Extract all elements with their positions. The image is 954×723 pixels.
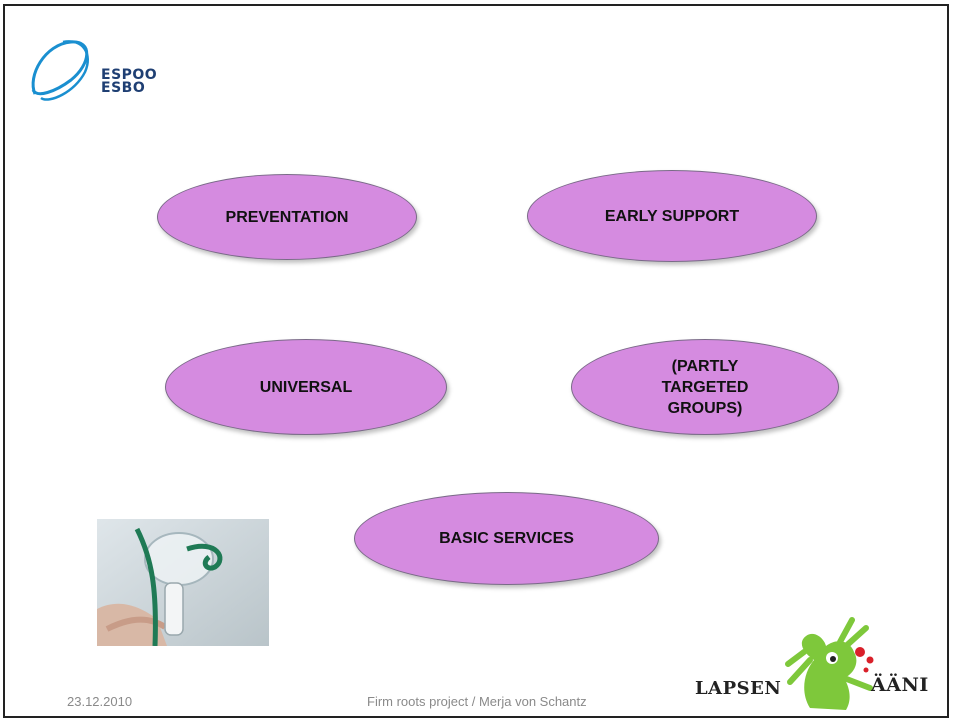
footer-project: Firm roots project / Merja von Schantz xyxy=(367,694,587,709)
node-label-line: GROUPS) xyxy=(667,399,743,417)
node-preventation: PREVENTATION xyxy=(157,174,417,260)
node-basic-services: BASIC SERVICES xyxy=(354,492,659,585)
node-label: EARLY SUPPORT xyxy=(604,207,740,225)
node-label: PREVENTATION xyxy=(225,208,349,226)
node-label-line: TARGETED xyxy=(661,378,749,396)
slide: ESPOO ESBO PREVENTATION EARLY SUPPORT UN… xyxy=(3,4,949,718)
logo-text-esbo: ESBO xyxy=(101,80,146,96)
inhaler-mask-photo xyxy=(97,519,269,646)
node-universal: UNIVERSAL xyxy=(165,339,447,435)
node-label: UNIVERSAL xyxy=(259,378,353,396)
footer-date: 23.12.2010 xyxy=(67,694,133,709)
espoo-logo: ESPOO ESBO xyxy=(27,36,187,116)
logo-text-espoo: ESPOO xyxy=(101,67,158,83)
logo-wordmark: ESPOO ESBO xyxy=(101,67,158,96)
node-label-line: (PARTLY xyxy=(671,357,739,375)
node-early-support: EARLY SUPPORT xyxy=(527,170,817,262)
lapsen-aani-monster-icon xyxy=(785,617,874,710)
node-partly-targeted-groups: (PARTLY TARGETED GROUPS) xyxy=(571,339,839,435)
node-label: BASIC SERVICES xyxy=(439,530,574,547)
brand-lapsen: LAPSEN xyxy=(695,678,782,699)
brand-aani: ÄÄNI xyxy=(871,674,929,696)
espoo-swirl-icon xyxy=(31,40,89,101)
